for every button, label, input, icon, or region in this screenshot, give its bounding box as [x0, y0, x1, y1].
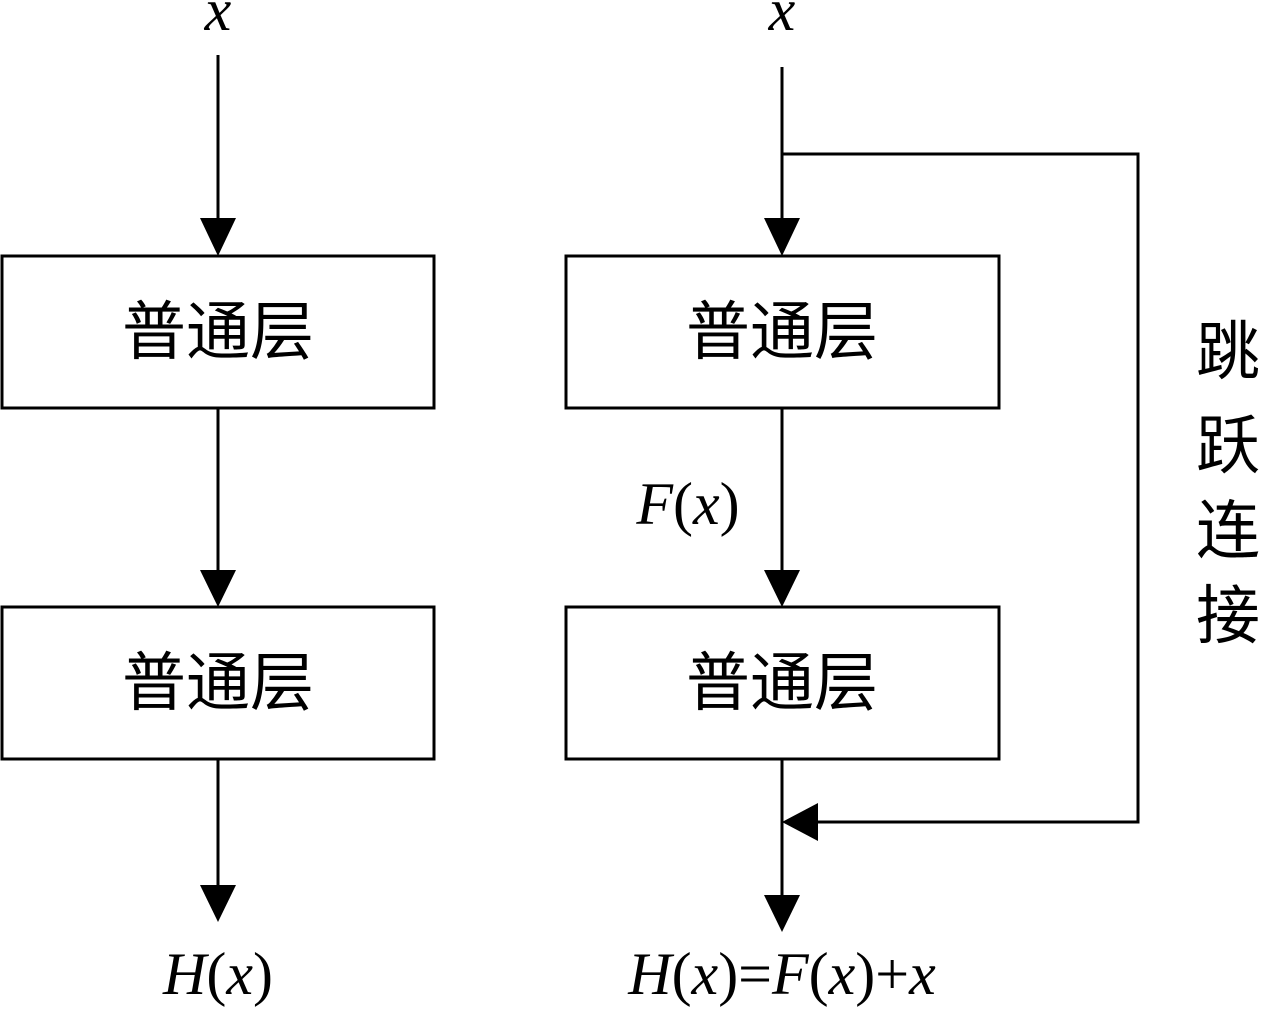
skip-connection-arrowhead — [782, 803, 818, 841]
right-output-f-fn: F — [771, 941, 810, 1007]
skip-connection-label: 跳 跃 连 接 — [1196, 316, 1260, 654]
intermediate-open: ( — [673, 471, 693, 537]
right-mid-arrowhead — [764, 570, 800, 607]
skip-connection-path — [782, 152, 1140, 824]
right-output-h-close: ) — [718, 941, 738, 1007]
right-output-plus: + — [875, 941, 909, 1007]
right-input-x: x — [768, 0, 796, 43]
left-input-arrowhead — [200, 218, 236, 256]
right-output-h-open: ( — [672, 941, 692, 1007]
intermediate-label: F(x) — [635, 471, 739, 537]
skip-connection-char-3: 连 — [1196, 495, 1260, 569]
left-layer2-box: 普通层 — [0, 605, 436, 761]
right-layer2-label: 普通层 — [686, 647, 878, 721]
right-output-f-open: ( — [809, 941, 829, 1007]
residual-network: x 普通层 F(x) 普通层 H(x)=F(x)+x 跳 跃 — [564, 0, 1260, 1007]
left-layer1-label: 普通层 — [122, 296, 314, 370]
skip-connection-char-4: 接 — [1196, 580, 1260, 654]
right-output-tail-var: x — [908, 941, 936, 1007]
right-layer1-label: 普通层 — [686, 296, 878, 370]
left-output-var: x — [225, 941, 253, 1007]
skip-connection-char-1: 跳 — [1196, 316, 1260, 390]
right-layer1-box: 普通层 — [564, 254, 1001, 410]
right-layer2-box: 普通层 — [564, 605, 1001, 761]
intermediate-fn: F — [635, 471, 674, 537]
right-output-h-var: x — [691, 941, 719, 1007]
right-output-arrowhead — [764, 895, 800, 932]
left-output-fn: H — [162, 941, 210, 1007]
right-output-equals: = — [738, 941, 772, 1007]
left-input-x: x — [204, 0, 232, 43]
right-input-arrowhead — [764, 218, 800, 256]
left-output-label: H(x) — [162, 941, 273, 1007]
right-output-h-fn: H — [627, 941, 675, 1007]
left-output-open: ( — [206, 941, 226, 1007]
right-output-f-var: x — [828, 941, 856, 1007]
left-layer2-label: 普通层 — [122, 647, 314, 721]
left-mid-arrowhead — [200, 570, 236, 607]
skip-connection-char-2: 跃 — [1196, 410, 1260, 484]
left-layer1-box: 普通层 — [0, 254, 436, 410]
intermediate-var: x — [692, 471, 720, 537]
right-output-label: H(x)=F(x)+x — [627, 941, 936, 1007]
right-output-f-close: ) — [855, 941, 875, 1007]
left-output-close: ) — [253, 941, 273, 1007]
left-output-arrowhead — [200, 885, 236, 922]
intermediate-close: ) — [720, 471, 740, 537]
plain-network: x 普通层 普通层 H(x) — [0, 0, 436, 1007]
